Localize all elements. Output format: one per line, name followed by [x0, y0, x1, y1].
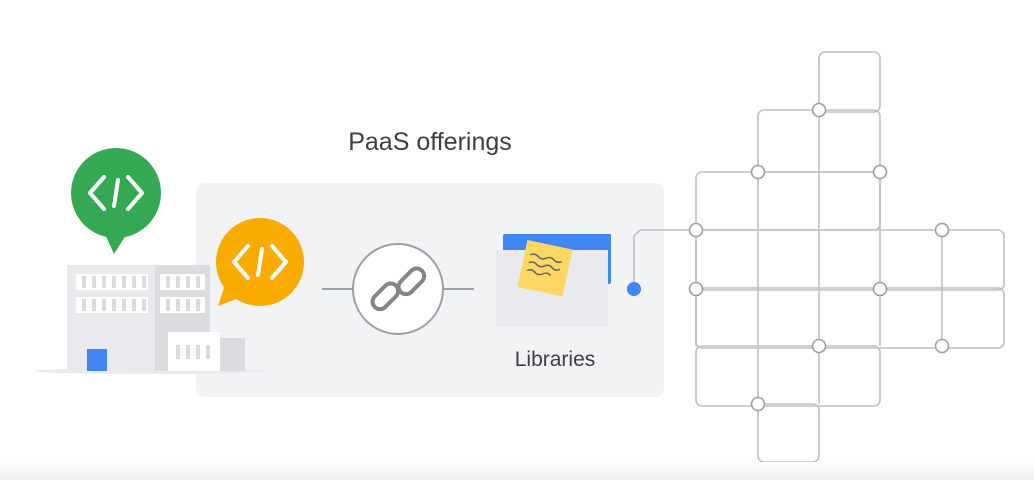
building-icon — [35, 265, 265, 374]
door — [87, 349, 107, 371]
code-brackets-icon — [88, 175, 144, 211]
paas-offerings-title: PaaS offerings — [348, 128, 512, 156]
folder-icon — [496, 234, 611, 327]
link-icon — [370, 266, 427, 312]
connection-point — [627, 282, 641, 296]
link-connector — [322, 243, 474, 335]
network-nodes — [688, 102, 950, 412]
service-code-bubble — [216, 218, 304, 306]
network-grid — [633, 51, 1005, 463]
code-brackets-icon — [232, 244, 288, 280]
sticky-note — [517, 239, 573, 297]
bottom-edge — [0, 462, 1034, 480]
app-code-bubble — [71, 148, 161, 254]
libraries-label: Libraries — [514, 348, 596, 371]
